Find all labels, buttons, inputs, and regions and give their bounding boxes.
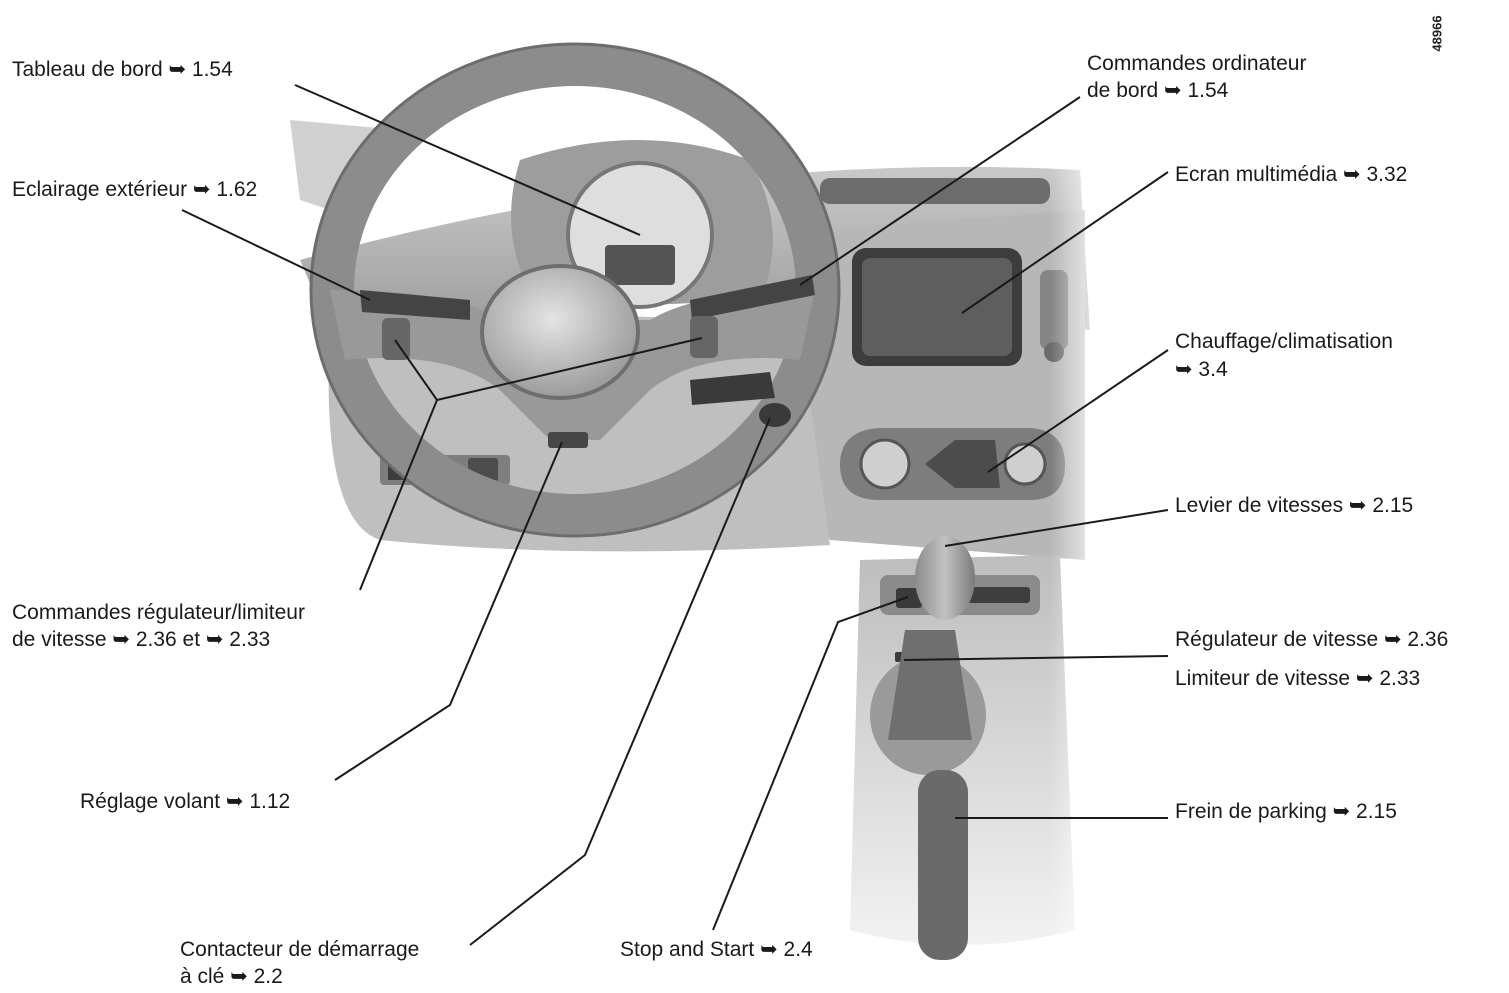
climate-dial-right: [1003, 442, 1047, 486]
label-commandes-ordinateur-line1: Commandes ordinateur: [1087, 52, 1307, 75]
leader-lines: [181, 84, 1169, 946]
label-stop-start: Stop and Start ➥ 2.4: [620, 938, 813, 961]
leader-reglage-volant: [334, 441, 563, 781]
label-regulateur-vitesse: Régulateur de vitesse ➥ 2.36: [1175, 628, 1449, 651]
multimedia-screen-glass: [862, 258, 1012, 356]
label-chauffage-line2: ➥ 3.4: [1175, 358, 1228, 381]
ignition-key: [759, 403, 791, 427]
cruise-buttons-right: [690, 316, 718, 358]
steering-wheel-hub: [480, 264, 640, 400]
leader-contacteur: [469, 417, 771, 946]
parking-brake: [918, 770, 968, 960]
computer-stalk: [690, 275, 815, 320]
leader-commandes-regulateur-2: [436, 337, 703, 401]
steering-wheel-rim-edge: [309, 42, 841, 538]
leader-tableau-de-bord: [294, 84, 641, 236]
figure-id: 48966: [1429, 15, 1445, 52]
leader-stop-start: [712, 596, 909, 931]
label-limiteur-vitesse: Limiteur de vitesse ➥ 2.33: [1175, 667, 1421, 690]
label-commandes-regulateur-line2: de vitesse ➥ 2.36 et ➥ 2.33: [12, 628, 271, 651]
climate-buttons: [925, 440, 1000, 488]
top-vent: [820, 178, 1050, 204]
label-contacteur-line2: à clé ➥ 2.2: [180, 965, 283, 988]
console-switch-row: [965, 587, 1030, 603]
label-reglage-volant: Réglage volant ➥ 1.12: [80, 790, 291, 813]
label-frein-parking: Frein de parking ➥ 2.15: [1175, 800, 1397, 823]
leader-ecran: [961, 171, 1169, 314]
label-ecran-multimedia: Ecran multimédia ➥ 3.32: [1175, 163, 1408, 186]
gear-knob: [915, 536, 975, 620]
leader-levier: [944, 509, 1169, 547]
right-fade: [1050, 160, 1110, 960]
label-chauffage-line1: Chauffage/climatisation: [1175, 330, 1393, 353]
leader-eclairage: [181, 209, 371, 301]
gear-boot: [888, 630, 972, 740]
label-contacteur-line1: Contacteur de démarrage: [180, 938, 420, 961]
light-stalk: [360, 290, 470, 320]
wiper-stalk: [690, 372, 775, 405]
steering-adjust-lever: [548, 432, 588, 448]
label-tableau-de-bord: Tableau de bord ➥ 1.54: [12, 58, 233, 81]
stop-start-switch: [896, 588, 922, 608]
climate-dial-left: [859, 438, 911, 490]
steering-wheel-rim: [312, 44, 838, 536]
label-levier-vitesses: Levier de vitesses ➥ 2.15: [1175, 494, 1414, 517]
cruise-buttons-left: [382, 318, 410, 360]
label-commandes-regulateur-line1: Commandes régulateur/limiteur: [12, 601, 305, 624]
cluster-display: [605, 245, 675, 285]
leader-commandes-ordinateur: [799, 96, 1081, 286]
label-commandes-ordinateur-line2: de bord ➥ 1.54: [1087, 79, 1229, 102]
leader-regulateur: [903, 655, 1169, 661]
leader-chauffage: [987, 349, 1169, 473]
label-eclairage-exterieur: Eclairage extérieur ➥ 1.62: [12, 178, 258, 201]
